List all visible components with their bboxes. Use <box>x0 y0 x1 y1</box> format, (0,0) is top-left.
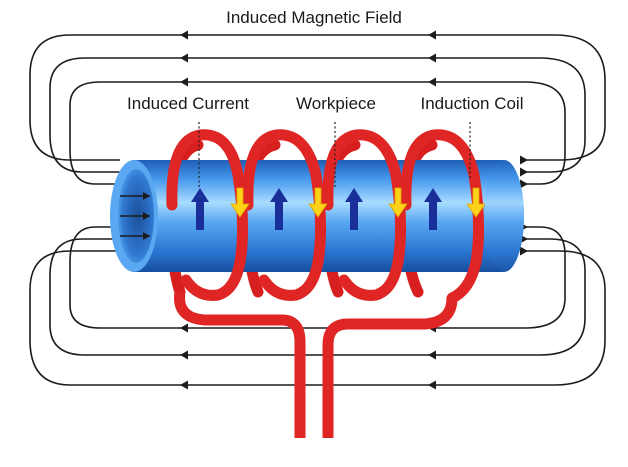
induced-current-label: Induced Current <box>127 94 249 113</box>
left-arrowhead-icon <box>428 380 436 390</box>
field-arrows-top <box>180 30 436 87</box>
left-arrowhead-icon <box>180 30 188 40</box>
magnetic-field-lines-bottom <box>29 226 606 386</box>
induced-current-arrows <box>191 188 442 230</box>
down-arrow-icon <box>388 187 408 218</box>
left-arrowhead-icon <box>180 350 188 360</box>
up-arrow-icon <box>424 188 442 230</box>
down-arrow-icon <box>466 187 486 218</box>
left-arrowhead-icon <box>428 350 436 360</box>
up-arrow-icon <box>270 188 288 230</box>
left-arrowhead-icon <box>428 77 436 87</box>
leader-lines <box>198 122 471 188</box>
right-arrowhead-icon <box>520 167 528 177</box>
up-arrow-icon <box>345 188 363 230</box>
right-arrowhead-icon <box>143 232 150 240</box>
up-arrow-icon <box>191 188 209 230</box>
induced-magnetic-field-label: Induced Magnetic Field <box>226 8 402 27</box>
left-arrowhead-icon <box>180 380 188 390</box>
left-arrowhead-icon <box>180 53 188 63</box>
right-arrowhead-icon <box>520 246 528 256</box>
field-line <box>49 57 586 173</box>
coil-lead-left <box>174 291 306 438</box>
workpiece-label: Workpiece <box>296 94 376 113</box>
coil-turn-4 <box>400 129 485 304</box>
left-arrowhead-icon <box>428 30 436 40</box>
right-arrowhead-icon <box>520 179 528 189</box>
down-arrow-icon <box>308 187 328 218</box>
magnetic-field-lines-top <box>29 34 606 185</box>
right-arrowhead-icon <box>143 192 150 200</box>
field-line <box>29 250 606 386</box>
down-arrow-icon <box>230 187 250 218</box>
right-arrowhead-icon <box>520 155 528 165</box>
right-arrowhead-icon <box>143 212 150 220</box>
coil-lead-right <box>322 297 458 438</box>
induction-coil-label: Induction Coil <box>420 94 523 113</box>
left-arrowhead-icon <box>180 77 188 87</box>
left-arrowhead-icon <box>428 53 436 63</box>
coil-current-arrows <box>230 187 486 218</box>
left-arrowhead-icon <box>180 323 188 333</box>
coil-leads <box>174 291 458 438</box>
field-line <box>69 81 566 185</box>
field-arrows-bottom <box>180 323 436 390</box>
field-line <box>29 34 606 161</box>
